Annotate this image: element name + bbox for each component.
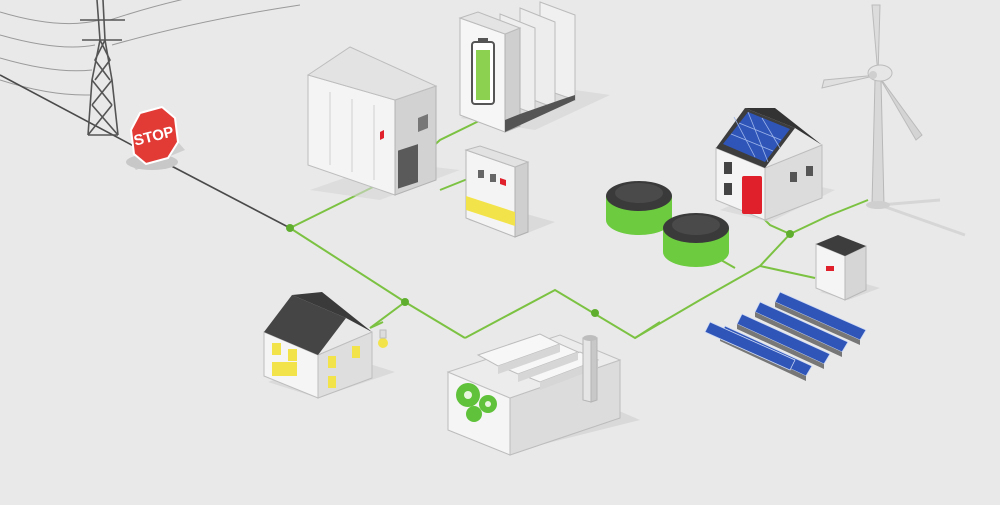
wind-turbine-icon bbox=[821, 4, 966, 237]
battery-storage-icon bbox=[458, 1, 610, 133]
grid-nodes bbox=[286, 224, 794, 317]
wall-inverter bbox=[742, 176, 762, 214]
grid-node bbox=[786, 230, 794, 238]
solar-panel-row bbox=[704, 321, 796, 371]
home-inverter-icon bbox=[815, 235, 880, 301]
light-bulb-icon bbox=[369, 321, 388, 348]
solar-panel-row bbox=[774, 291, 867, 345]
inverter-station-icon bbox=[306, 46, 460, 200]
biogas-tank bbox=[606, 181, 672, 235]
stop-sign-icon: STOP bbox=[126, 105, 185, 170]
grid-node bbox=[401, 298, 409, 306]
gear-icon bbox=[456, 383, 497, 422]
roof-solar-panel bbox=[723, 112, 790, 162]
solar-panel-array-icon bbox=[704, 291, 867, 381]
transmission-wires bbox=[0, 0, 301, 96]
solar-house-icon bbox=[715, 108, 835, 222]
grid-node bbox=[591, 309, 599, 317]
biogas-tank bbox=[663, 213, 729, 267]
house-icon bbox=[263, 292, 395, 399]
solar-panel-row bbox=[736, 313, 831, 369]
biogas-tanks-icon bbox=[606, 181, 729, 267]
solar-panel-row bbox=[754, 301, 849, 357]
power-pylon-icon bbox=[80, 0, 125, 136]
control-cabinet-icon bbox=[464, 145, 555, 238]
grid-node bbox=[286, 224, 294, 232]
factory-icon bbox=[446, 333, 640, 456]
